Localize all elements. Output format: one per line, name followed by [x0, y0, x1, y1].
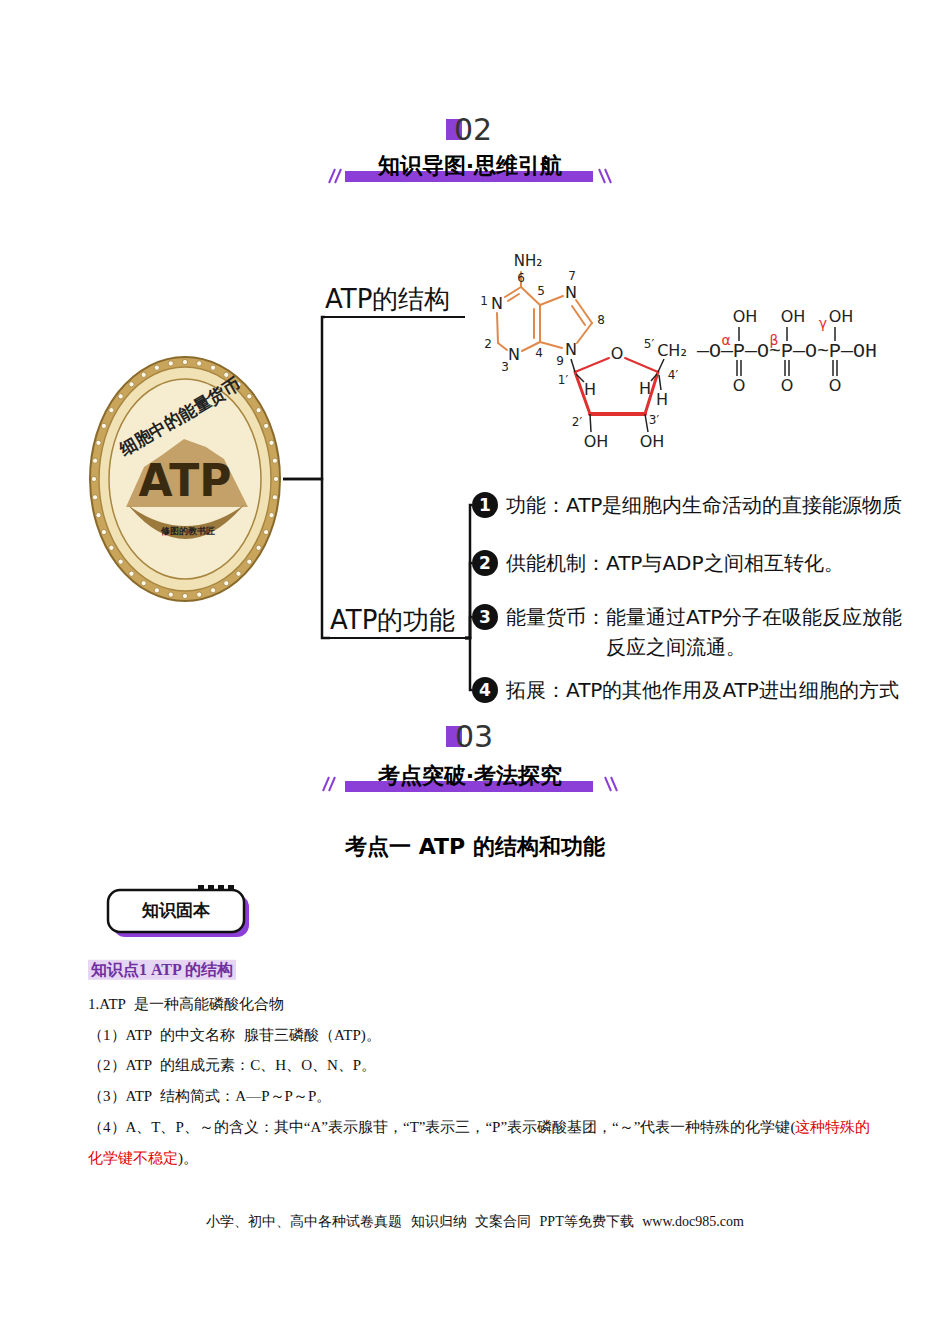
- function-item: 3 能量货币：能量通过ATP分子在吸能反应放能 反应之间流通。: [472, 602, 936, 662]
- position-number: 6: [517, 272, 525, 286]
- atom-label: H: [584, 381, 596, 399]
- adenine-bonds: [497, 272, 592, 351]
- branch-connector: [283, 479, 330, 638]
- branch-connector: [465, 505, 472, 638]
- subheading: 知识点1 ATP 的结构: [88, 960, 236, 980]
- item-text: 能量货币：能量通过ATP分子在吸能反应放能 反应之间流通。: [506, 602, 936, 662]
- coin-credit: 修图的教书匠: [161, 527, 215, 537]
- atom-label: N: [491, 295, 503, 313]
- body-paragraph: （4）A、T、P、～的含义：其中“A”表示腺苷，“T”表示三，“P”表示磷酸基团…: [88, 1112, 878, 1174]
- badge-outline: [108, 890, 244, 932]
- atom-label: OH: [640, 433, 665, 451]
- branch-connector: [283, 317, 325, 479]
- atom-label: OH: [781, 308, 806, 326]
- coin-node: 细胞中的能量货币ATP修图的教书匠: [88, 355, 283, 603]
- branch-connector: [465, 638, 472, 690]
- branch-text: ATP的结构: [325, 282, 461, 316]
- callout-number: 1: [472, 492, 498, 518]
- atom-label: O: [733, 377, 746, 395]
- branch-connector: [465, 617, 472, 638]
- body-text: )。: [178, 1150, 198, 1166]
- greek-label: β: [770, 332, 779, 348]
- position-number: 2′: [572, 416, 582, 430]
- callout-number: 4: [472, 677, 498, 703]
- position-number: 1: [480, 295, 488, 309]
- atom-label: H: [656, 391, 668, 409]
- position-number: 5′: [644, 338, 654, 352]
- badge-dots: [198, 885, 234, 890]
- callout-number: 3: [472, 604, 498, 630]
- atom-label: OH: [733, 308, 758, 326]
- position-number: 8: [597, 314, 605, 328]
- coin-symbol: ATP: [139, 457, 232, 505]
- atom-label: H: [639, 380, 651, 398]
- atom-label: NH₂: [514, 253, 543, 270]
- position-number: 3′: [649, 414, 659, 428]
- position-number: 5: [537, 285, 545, 299]
- body-text: （3）ATP 结构简式：A—P～P～P。: [88, 1088, 331, 1105]
- position-number: 9: [556, 355, 564, 369]
- position-number: 2: [484, 338, 492, 352]
- position-number: 3: [501, 361, 509, 375]
- atom-label: N: [508, 346, 520, 364]
- section-title: 知识导图·思维引航: [378, 153, 562, 178]
- greek-label: γ: [819, 315, 827, 331]
- greek-label: α: [721, 332, 730, 348]
- function-item: 4 拓展：ATP的其他作用及ATP进出细胞的方式: [472, 675, 899, 705]
- topic-heading: 考点一 ATP 的结构和功能: [345, 834, 605, 859]
- branch-text: ATP的功能: [330, 603, 461, 637]
- atom-label: N: [565, 341, 577, 359]
- atom-label: CH₂: [657, 342, 687, 360]
- atom-label: O: [611, 345, 624, 363]
- position-number: 4: [535, 347, 543, 361]
- function-item: 2 供能机制：ATP与ADP之间相互转化。: [472, 548, 844, 578]
- function-item: 1 功能：ATP是细胞内生命活动的直接能源物质: [472, 490, 902, 520]
- item-text: 供能机制：ATP与ADP之间相互转化。: [506, 548, 844, 578]
- body-text: （2）ATP 的组成元素：C、H、O、N、P。: [88, 1057, 376, 1074]
- branch-label: ATP的功能: [330, 603, 465, 639]
- footer-text: 小学、初中、高中各种试卷真题 知识归纳 文案合同 PPT等免费下载 www.do…: [206, 1214, 744, 1230]
- ribose-ring: [575, 358, 658, 414]
- item-text: 拓展：ATP的其他作用及ATP进出细胞的方式: [506, 675, 899, 705]
- callout-number: 2: [472, 550, 498, 576]
- badge-text: 知识固本: [142, 901, 210, 921]
- item-text: 功能：ATP是细胞内生命活动的直接能源物质: [506, 490, 902, 520]
- atom-label: OH: [829, 308, 854, 326]
- branch-label: ATP的结构: [325, 282, 465, 318]
- branch-connector: [465, 563, 472, 638]
- body-text: （1）ATP 的中文名称 腺苷三磷酸（ATP)。: [88, 1027, 381, 1044]
- section-number: 02: [454, 113, 492, 148]
- position-number: 4′: [668, 369, 678, 383]
- body-text: （4）A、T、P、～的含义：其中“A”表示腺苷，“T”表示三，“P”表示磷酸基团…: [88, 1119, 795, 1135]
- section-number: 03: [455, 720, 493, 755]
- position-number: 1′: [558, 374, 568, 388]
- atom-label: N: [565, 284, 577, 302]
- body-text: 1.ATP 是一种高能磷酸化合物: [88, 996, 284, 1013]
- section-title: 考点突破·考法探究: [378, 763, 562, 788]
- atom-label: OH: [584, 433, 609, 451]
- atom-label: O: [829, 377, 842, 395]
- atom-label: O: [781, 377, 794, 395]
- position-number: 7: [568, 270, 576, 284]
